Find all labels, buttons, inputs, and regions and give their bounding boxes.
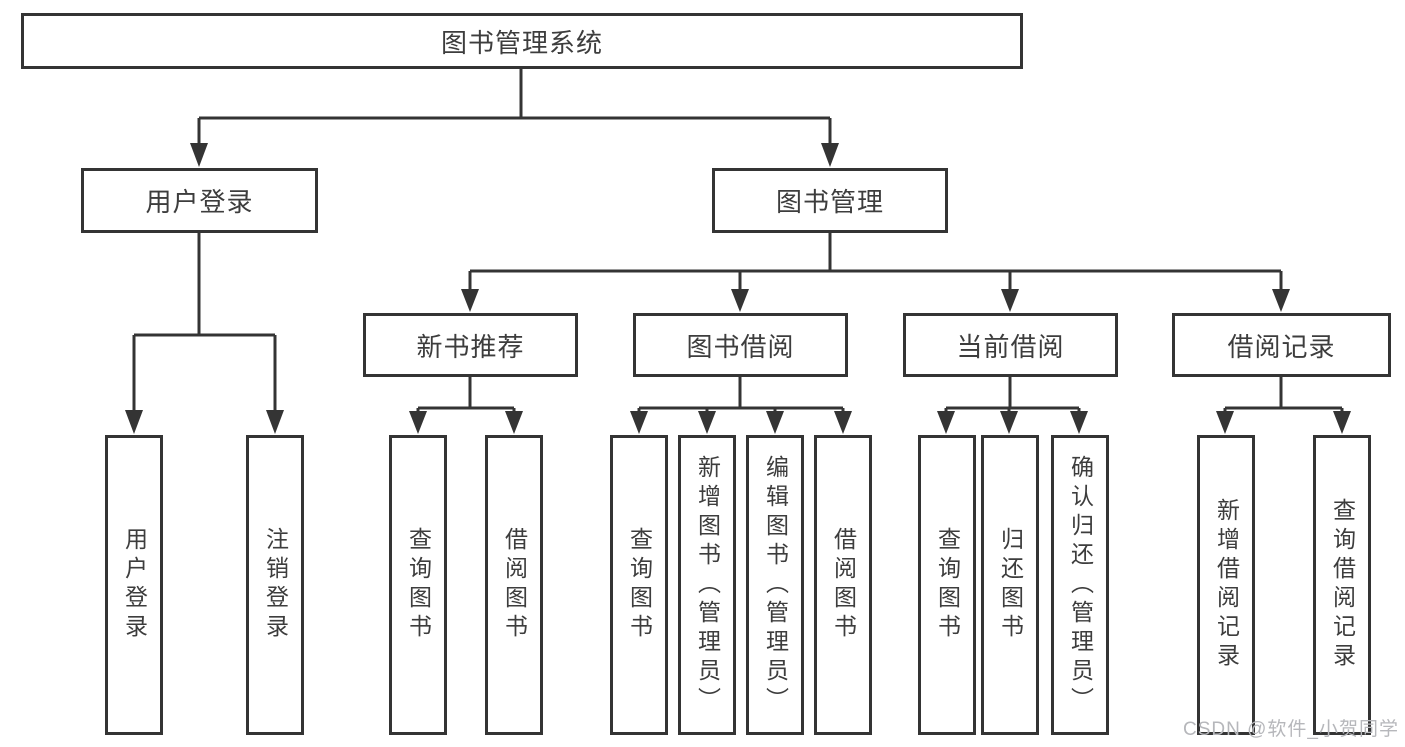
- leaf-newbook-query-books: 查询图书: [389, 435, 447, 735]
- node-borrowing-records-label: 借阅记录: [1227, 331, 1336, 362]
- leaf-user-login: 用户登录: [105, 435, 163, 735]
- node-book-borrowing-label: 图书借阅: [686, 331, 795, 362]
- leaf-current-query-books: 查询图书: [918, 435, 976, 735]
- leaf-newbook-borrow-books-label: 借阅图书: [501, 527, 528, 643]
- leaf-borrow-borrow-books-label: 借阅图书: [830, 527, 857, 643]
- leaf-current-query-books-label: 查询图书: [934, 527, 961, 643]
- leaf-records-query-record-label: 查询借阅记录: [1329, 498, 1356, 672]
- node-library-system-label: 图书管理系统: [440, 27, 603, 58]
- node-user-login-label: 用户登录: [145, 187, 254, 217]
- leaf-borrow-query-books-label: 查询图书: [626, 527, 653, 643]
- leaf-current-confirm-return-admin-label: 确认归还（管理员）: [1067, 454, 1094, 716]
- node-new-book-recommend-label: 新书推荐: [416, 331, 525, 362]
- leaf-records-add-record-label: 新增借阅记录: [1213, 498, 1240, 672]
- leaf-logout-label: 注销登录: [262, 527, 289, 643]
- node-book-management-label: 图书管理: [775, 187, 884, 217]
- leaf-current-confirm-return-admin: 确认归还（管理员）: [1051, 435, 1109, 735]
- leaf-borrow-add-books-admin: 新增图书（管理员）: [678, 435, 736, 735]
- node-borrowing-records: 借阅记录: [1172, 313, 1391, 377]
- node-current-borrowing-label: 当前借阅: [956, 331, 1065, 362]
- leaf-records-add-record: 新增借阅记录: [1197, 435, 1255, 735]
- leaf-borrow-edit-books-admin-label: 编辑图书（管理员）: [762, 454, 789, 716]
- leaf-records-query-record: 查询借阅记录: [1313, 435, 1371, 735]
- node-user-login: 用户登录: [81, 168, 318, 233]
- node-current-borrowing: 当前借阅: [903, 313, 1118, 377]
- leaf-borrow-borrow-books: 借阅图书: [814, 435, 872, 735]
- leaf-current-return-books: 归还图书: [981, 435, 1039, 735]
- node-book-management: 图书管理: [712, 168, 948, 233]
- leaf-newbook-borrow-books: 借阅图书: [485, 435, 543, 735]
- leaf-borrow-add-books-admin-label: 新增图书（管理员）: [694, 454, 721, 716]
- leaf-borrow-query-books: 查询图书: [610, 435, 668, 735]
- node-new-book-recommend: 新书推荐: [363, 313, 578, 377]
- node-library-system: 图书管理系统: [21, 13, 1023, 69]
- leaf-borrow-edit-books-admin: 编辑图书（管理员）: [746, 435, 804, 735]
- leaf-logout: 注销登录: [246, 435, 304, 735]
- leaf-user-login-label: 用户登录: [121, 527, 148, 643]
- node-book-borrowing: 图书借阅: [633, 313, 848, 377]
- leaf-current-return-books-label: 归还图书: [997, 527, 1024, 643]
- leaf-newbook-query-books-label: 查询图书: [405, 527, 432, 643]
